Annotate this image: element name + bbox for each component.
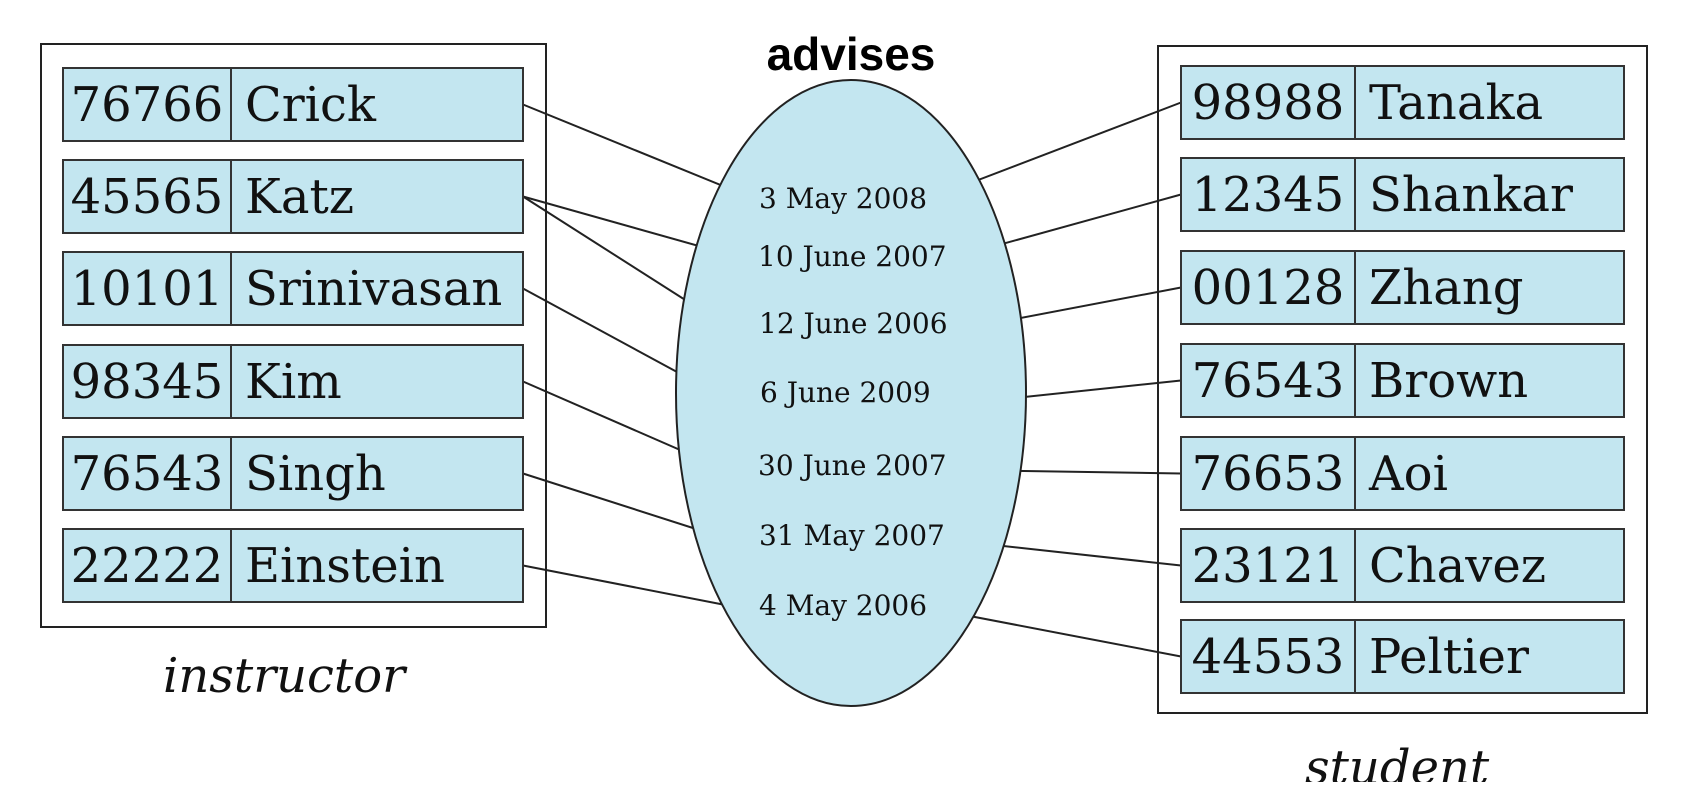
instructor-name: Crick [245,77,377,133]
student-row: 44553 Peltier [1180,619,1625,694]
relationship-date: 30 June 2007 [758,449,947,482]
instructor-row: 22222 Einstein [62,528,524,603]
instructor-name: Srinivasan [245,261,502,317]
relationship-dates: 3 May 2008 10 June 2007 12 June 2006 6 June… [758,182,948,622]
instructor-name-cell [230,344,524,419]
instructor-frame [40,43,547,628]
student-row: 76653 Aoi [1180,436,1625,511]
student-name: Zhang [1369,260,1524,316]
student-id: 98988 [1192,75,1345,131]
instructor-id-cell [62,528,232,603]
instructor-id: 45565 [71,169,224,225]
student-link [951,101,1182,191]
instructor-name: Einstein [245,538,445,594]
student-id-cell [1180,436,1356,511]
student-name-cell [1354,436,1625,511]
student-name-cell [1354,65,1625,140]
instructor-row: 98345 Kim [62,344,524,419]
relationship-ellipse [675,79,1027,707]
student-row: 23121 Chavez [1180,528,1625,603]
instructor-name: Singh [245,446,386,502]
relationship-date: 3 May 2008 [759,182,927,215]
student-name-cell [1354,619,1625,694]
student-id-cell [1180,65,1356,140]
instructor-id-cell [62,159,232,234]
instructor-id-cell [62,67,232,142]
instructor-row: 10101 Srinivasan [62,251,524,326]
student-id-cell [1180,157,1356,232]
instructor-rows: 76766 Crick 45565 Katz 10101 Srinivasan 98345 K… [62,67,524,603]
student-row: 98988 Tanaka [1180,65,1625,140]
instructor-name-cell [230,528,524,603]
student-name-cell [1354,157,1625,232]
instructor-link [522,103,751,198]
instructor-id: 10101 [71,261,224,317]
instructor-row: 76766 Crick [62,67,524,142]
student-name-cell [1354,528,1625,603]
instructor-id: 22222 [71,538,224,594]
student-id: 44553 [1192,629,1345,685]
student-id-cell [1180,528,1356,603]
relationship-title: advises [767,28,936,80]
student-caption: student [1305,740,1490,782]
relationship-date: 31 May 2007 [759,519,945,552]
instructor-name-cell [230,67,524,142]
student-name-cell [1354,343,1625,418]
instructor-id: 76766 [71,77,224,133]
student-id-cell [1180,619,1356,694]
student-id: 00128 [1192,260,1345,316]
student-name: Peltier [1369,629,1529,685]
instructor-id: 98345 [71,354,224,410]
student-rows: 98988 Tanaka 12345 Shankar 00128 Zhang 76543 Br… [1180,65,1625,694]
instructor-name-cell [230,436,524,511]
student-name: Brown [1369,353,1528,409]
student-id: 76653 [1192,446,1345,502]
instructor-id-cell [62,251,232,326]
instructor-row: 76543 Singh [62,436,524,511]
student-row: 76543 Brown [1180,343,1625,418]
relationship-date: 4 May 2006 [759,589,927,622]
relationship-date: 6 June 2009 [760,376,931,409]
student-row: 12345 Shankar [1180,157,1625,232]
instructor-link [522,564,752,611]
student-id-cell [1180,343,1356,418]
instructor-row: 45565 Katz [62,159,524,234]
instructor-id: 76543 [71,446,224,502]
student-name: Tanaka [1369,75,1543,131]
student-name: Aoi [1368,446,1448,502]
student-id: 12345 [1192,167,1345,223]
instructor-name-cell [230,159,524,234]
instructor-name: Katz [245,169,354,225]
relationship-date: 10 June 2007 [758,240,947,273]
student-link [953,612,1182,658]
student-name: Chavez [1369,538,1546,594]
student-id: 76543 [1192,353,1345,409]
student-frame [1157,45,1648,714]
student-id: 23121 [1192,538,1345,594]
student-name-cell [1354,250,1625,325]
instructor-id-cell [62,436,232,511]
student-name: Shankar [1369,167,1573,223]
student-row: 00128 Zhang [1180,250,1625,325]
instructor-caption: instructor [163,648,408,704]
instructor-name-cell [230,251,524,326]
instructor-name: Kim [245,354,342,410]
relationship-date: 12 June 2006 [759,307,948,340]
